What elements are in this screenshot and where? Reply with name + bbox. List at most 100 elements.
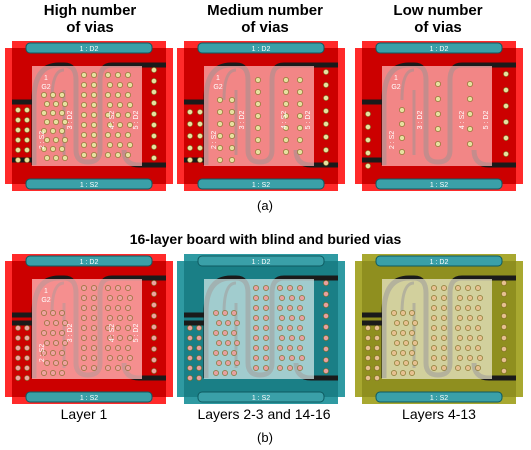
via	[59, 92, 65, 98]
title-medium-line2: of vias	[241, 19, 289, 36]
via	[117, 355, 123, 361]
via	[115, 305, 121, 311]
via	[213, 310, 219, 316]
via	[394, 320, 400, 326]
via	[297, 149, 303, 155]
via	[15, 335, 21, 341]
via	[365, 150, 371, 156]
pad-label-s2: 2 : S2	[39, 344, 46, 362]
via	[441, 285, 447, 291]
via	[431, 335, 437, 341]
via	[41, 92, 47, 98]
via	[91, 92, 97, 98]
via	[229, 145, 235, 151]
via	[263, 285, 269, 291]
via	[289, 315, 295, 321]
via	[365, 111, 371, 117]
via	[263, 355, 269, 361]
via	[41, 330, 47, 336]
pad-label-s2-mid: 4 : S2	[459, 111, 466, 129]
via	[125, 285, 131, 291]
via	[225, 320, 231, 326]
via	[441, 345, 447, 351]
via	[283, 137, 289, 143]
via	[365, 124, 371, 130]
via	[374, 355, 380, 361]
via	[81, 305, 87, 311]
via	[503, 71, 509, 77]
pad-label-s2: 2 : S2	[211, 131, 218, 149]
via	[263, 305, 269, 311]
via	[323, 69, 329, 75]
via	[409, 310, 415, 316]
pad-label-s2-mid: 4 : S2	[109, 324, 116, 342]
via	[409, 350, 415, 356]
via	[115, 112, 121, 118]
caption-a: (a)	[257, 198, 273, 213]
via	[475, 365, 481, 371]
via	[229, 97, 235, 103]
via	[231, 370, 237, 376]
via	[475, 345, 481, 351]
via	[263, 295, 269, 301]
pad-label-d2-left: 3 : D2	[239, 111, 246, 130]
via	[263, 335, 269, 341]
via	[196, 365, 202, 371]
via	[217, 109, 223, 115]
via	[41, 350, 47, 356]
via	[431, 285, 437, 291]
via	[465, 305, 471, 311]
via	[299, 295, 305, 301]
via	[107, 82, 113, 88]
via	[465, 365, 471, 371]
via	[117, 122, 123, 128]
via	[59, 310, 65, 316]
via	[503, 135, 509, 141]
via	[467, 96, 473, 102]
via	[196, 345, 202, 351]
via	[125, 152, 131, 158]
via	[91, 132, 97, 138]
via	[229, 133, 235, 139]
via	[151, 280, 157, 286]
via	[234, 360, 240, 366]
via	[197, 121, 203, 127]
via	[365, 365, 371, 371]
via	[91, 295, 97, 301]
via	[299, 315, 305, 321]
via	[53, 340, 59, 346]
via	[91, 345, 97, 351]
via	[151, 346, 157, 352]
via	[297, 305, 303, 311]
via	[477, 315, 483, 321]
via	[287, 325, 293, 331]
via	[391, 370, 397, 376]
via	[399, 121, 405, 127]
via	[81, 72, 87, 78]
via	[222, 310, 228, 316]
via	[44, 119, 50, 125]
via	[81, 335, 87, 341]
via	[151, 324, 157, 330]
via	[435, 126, 441, 132]
via	[151, 313, 157, 319]
via	[196, 325, 202, 331]
via	[24, 137, 30, 143]
via	[105, 112, 111, 118]
via	[151, 100, 157, 106]
via	[196, 375, 202, 381]
via	[323, 121, 329, 127]
via	[441, 305, 447, 311]
pad-label-bottom: 1 : S2	[430, 395, 448, 402]
via	[53, 155, 59, 161]
via	[374, 375, 380, 381]
via	[441, 315, 447, 321]
pad-label-bottom: 1 : S2	[252, 395, 270, 402]
via	[277, 285, 283, 291]
via	[225, 360, 231, 366]
via	[151, 133, 157, 139]
via	[105, 345, 111, 351]
via	[105, 132, 111, 138]
via	[81, 315, 87, 321]
